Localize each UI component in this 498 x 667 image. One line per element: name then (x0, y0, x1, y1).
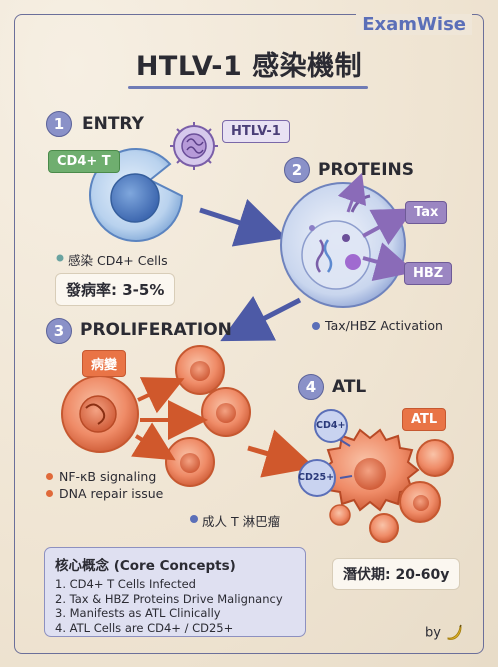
atl-tag: ATL (402, 408, 447, 431)
core-concepts-title: 核心概念 (Core Concepts) (55, 558, 236, 574)
arrow-protein-up (337, 172, 367, 213)
bullet-icon (46, 473, 53, 480)
title-underline (128, 86, 368, 89)
atl-cell-cluster-illustration (320, 428, 454, 543)
cd25-marker-connector (339, 475, 353, 479)
step-2-number: 2 (284, 157, 310, 183)
step-1-number: 1 (46, 111, 72, 137)
atl-caption: 成人 T 淋巴瘤 (202, 514, 281, 529)
cd25-marker-circle (298, 459, 336, 497)
banana-icon (447, 624, 462, 640)
tax-tag: Tax (405, 201, 448, 224)
core-item-1: 1. CD4+ T Cells Infected (55, 577, 196, 591)
cd4-marker-label: CD4+ (316, 420, 346, 431)
core-item-2: 2. Tax & HBZ Proteins Drive Malignancy (55, 591, 283, 606)
step-4-number: 4 (298, 374, 324, 400)
brand-logo: ExamWise (356, 14, 472, 35)
page-frame (14, 14, 484, 654)
hbz-tag: HBZ (404, 262, 453, 285)
mother-cell-illustration (61, 375, 139, 453)
arrow-to-hbz (362, 242, 416, 282)
daughter-cells-illustration (165, 345, 251, 487)
step-3-title: PROLIFERATION (80, 320, 232, 340)
nfkb-point: NF-κB signaling (59, 469, 157, 484)
proliferation-points: NF-κB signaling DNA repair issue (46, 468, 163, 502)
cd4-marker-circle (314, 409, 348, 443)
cd25-marker-label: CD25+ (298, 472, 335, 483)
arrow-entry-to-proteins (199, 198, 288, 247)
page-title: HTLV-1 感染機制 (135, 51, 363, 82)
list-item: DNA repair issue (46, 485, 163, 502)
step-2-title: PROTEINS (318, 160, 415, 180)
entry-caption: 感染 CD4+ Cells (68, 253, 168, 268)
htlv1-tag: HTLV-1 (222, 120, 290, 143)
proteins-caption: Tax/HBZ Activation (325, 318, 443, 333)
dna-repair-point: DNA repair issue (59, 486, 164, 501)
arrow-proteins-to-proliferation (220, 296, 302, 342)
core-item-4: 4. ATL Cells are CD4+ / CD25+ (55, 620, 234, 635)
arrow-to-tax (362, 208, 415, 246)
lesion-tag: 病變 (82, 350, 127, 377)
signature-text: by (425, 625, 441, 641)
step-1-title: ENTRY (82, 114, 144, 134)
infected-cell-illustration (280, 182, 406, 308)
latency-box: 潛伏期: 20-60y (332, 558, 461, 590)
list-item: NF-κB signaling (46, 468, 163, 485)
step-4-title: ATL (332, 377, 367, 397)
arrow-proliferation-to-atl (247, 429, 316, 478)
step-3-number: 3 (46, 318, 72, 344)
bullet-icon (46, 490, 53, 497)
htlv1-virus-illustration (170, 122, 218, 170)
core-concepts-box: 核心概念 (Core Concepts) 1. CD4+ T Cells Inf… (44, 547, 306, 637)
incidence-rate-box: 發病率: 3-5% (55, 273, 176, 306)
core-item-3: 3. Manifests as ATL Clinically (55, 606, 221, 620)
signature: by (425, 624, 463, 642)
cd4-t-tag: CD4+ T (48, 150, 120, 173)
